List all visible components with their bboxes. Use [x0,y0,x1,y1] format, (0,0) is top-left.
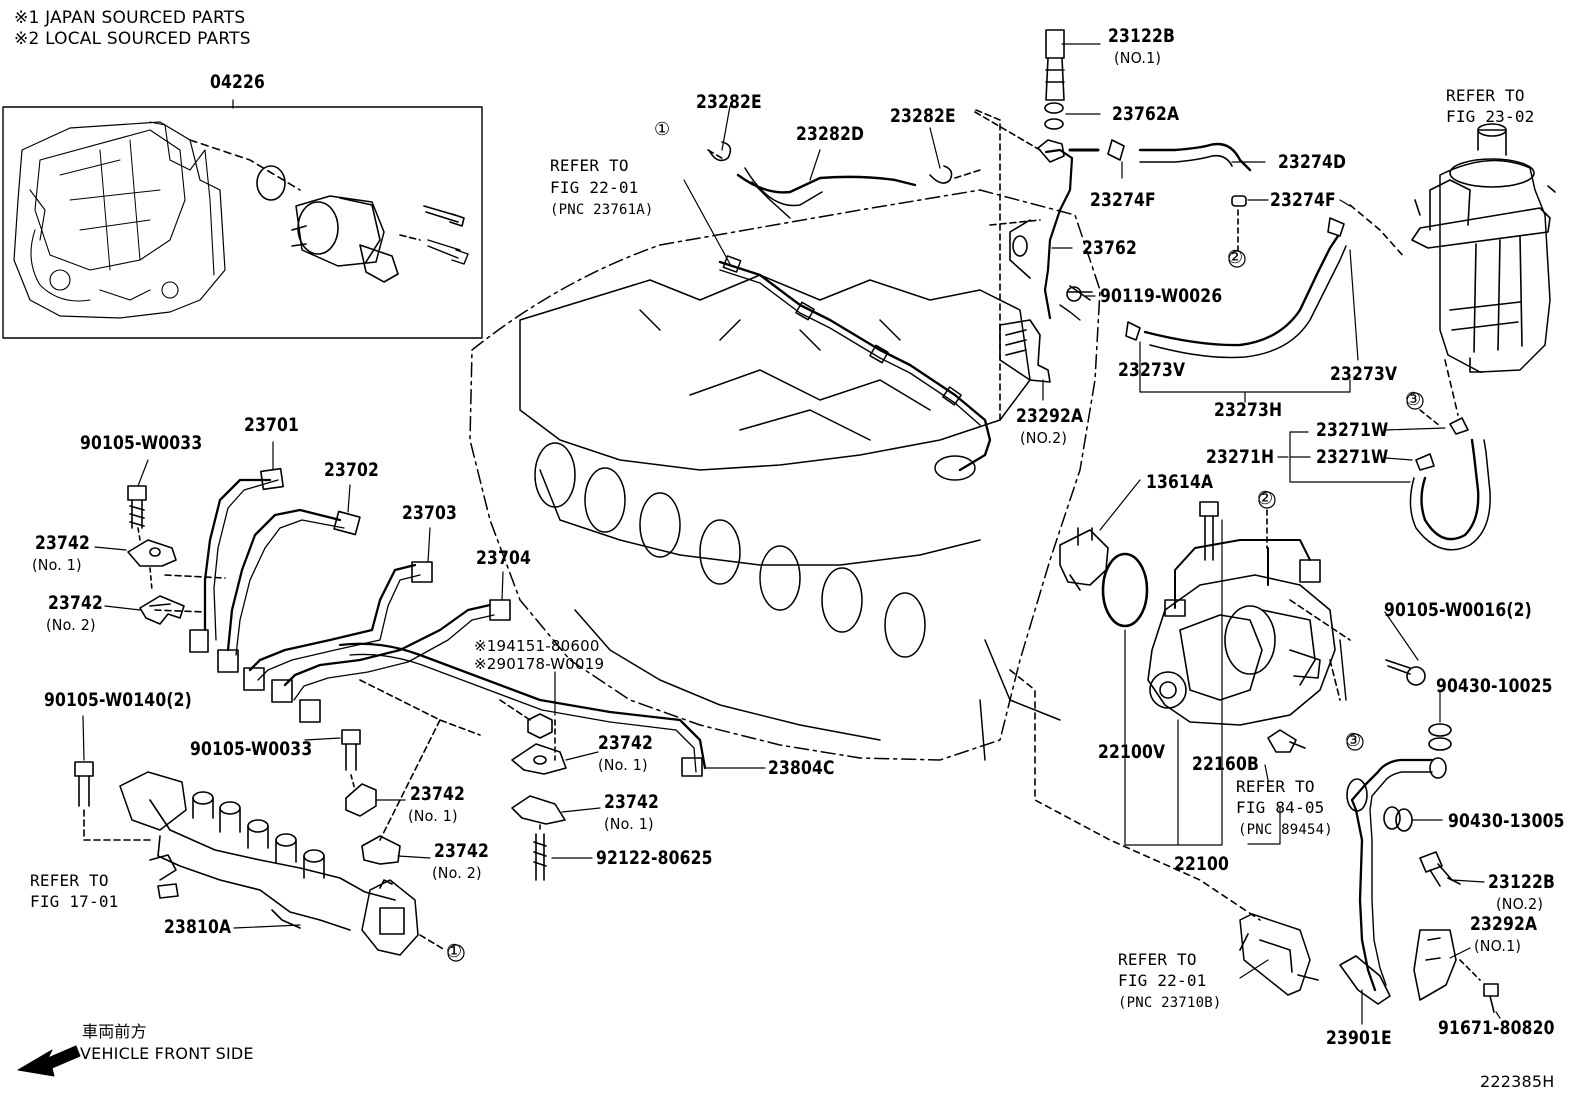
part-label-23703[interactable]: 23703 [402,502,458,524]
leader-lines [82,43,1501,1025]
part-label-23282d[interactable]: 23282D [796,123,865,145]
part-label-23271w-lower[interactable]: 23271W [1316,446,1389,468]
supply-pump [1009,491,1426,921]
ref-fig-23-02-line2[interactable]: FIG 23-02 [1446,107,1535,126]
ref-fig-23-02-line1: REFER TO [1446,86,1525,105]
part-sub-23742-left-no1: (No. 1) [408,807,458,825]
ref-fig-22-01-a-line3: (PNC 23761A) [550,202,654,218]
callout-2-upper: ② [1227,247,1244,268]
injection-pipes [154,467,707,841]
part-sub-23742-mid-lower-no1: (No. 1) [604,815,654,833]
part-sub-23742-lower-no2: (No. 2) [432,864,482,882]
part-label-23273h[interactable]: 23273H [1214,399,1283,421]
part-label-90105-w0033-upper[interactable]: 90105-W0033 [80,432,203,454]
callout-3-upper: ③ [1405,389,1422,410]
part-label-23742-mid-no1[interactable]: 23742 [598,732,654,754]
part-label-23810a[interactable]: 23810A [164,916,232,938]
part-label-23122b-no1[interactable]: 23122B [1108,25,1176,47]
inset-box-04226 [2,106,483,339]
ref-fig-22-01-b-line2[interactable]: FIG 22-01 [1118,971,1207,990]
part-label-23742-left-no1[interactable]: 23742 [410,783,466,805]
part-label-23271w-upper[interactable]: 23271W [1316,419,1389,441]
part-label-23273v-left[interactable]: 23273V [1118,359,1186,381]
part-label-23292a-no1[interactable]: 23292A [1470,913,1538,935]
part-label-94151-80600[interactable]: ※194151-80600 [474,637,600,655]
part-sub-23742-upper-no1: (No. 1) [32,556,82,574]
part-label-23901e[interactable]: 23901E [1326,1027,1392,1049]
part-label-23274f-right[interactable]: 23274F [1270,189,1336,211]
part-label-23282e-right[interactable]: 23282E [890,105,956,127]
part-label-23273v-right[interactable]: 23273V [1330,363,1398,385]
part-label-90178-w0019[interactable]: ※290178-W0019 [474,655,605,673]
part-label-23282e-left[interactable]: 23282E [696,91,762,113]
part-sub-23292a-no1: (NO.1) [1474,937,1522,955]
ref-fig-22-01-b-line1: REFER TO [1118,950,1197,969]
lower-right-parts [1239,723,1499,1013]
part-label-90119-w0026[interactable]: 90119-W0026 [1100,285,1223,307]
part-label-91671-80820[interactable]: 91671-80820 [1438,1017,1555,1039]
part-label-23701[interactable]: 23701 [244,414,300,436]
part-sub-23742-mid-no1: (No. 1) [598,756,648,774]
engine-block [469,189,1101,761]
part-label-23762a[interactable]: 23762A [1112,103,1180,125]
part-label-90105-w0016[interactable]: 90105-W0016(2) [1384,599,1532,621]
ref-fig-22-01-a-line2[interactable]: FIG 22-01 [550,178,639,197]
ref-fig-17-01-line2[interactable]: FIG 17-01 [30,892,119,911]
front-arrow [17,1045,81,1077]
clamps-and-bolts [74,485,567,881]
part-label-23804c[interactable]: 23804C [768,757,835,779]
part-label-13614a[interactable]: 13614A [1146,471,1214,493]
part-label-23702[interactable]: 23702 [324,459,380,481]
part-label-23742-mid-lower-no1[interactable]: 23742 [604,791,660,813]
return-hose [1406,392,1491,551]
note-local-sourced: ※2 LOCAL SOURCED PARTS [14,29,251,49]
part-label-90105-w0033-lower[interactable]: 90105-W0033 [190,738,313,760]
part-label-23274d[interactable]: 23274D [1278,151,1347,173]
figure-id: 222385H [1480,1072,1555,1091]
part-label-22100[interactable]: 22100 [1174,853,1230,875]
part-sub-23292a-no2: (NO.2) [1020,429,1068,447]
part-label-23742-upper-no1[interactable]: 23742 [35,532,91,554]
part-label-23704[interactable]: 23704 [476,547,532,569]
fuel-filter [1349,123,1556,416]
part-label-23271h[interactable]: 23271H [1206,446,1275,468]
part-sub-23122b-no2: (NO.2) [1496,895,1544,913]
part-label-22100v[interactable]: 22100V [1098,741,1166,763]
ref-fig-84-05-line2[interactable]: FIG 84-05 [1236,798,1325,817]
part-label-23742-lower-no2[interactable]: 23742 [434,840,490,862]
ref-fig-22-01-b-line3: (PNC 23710B) [1118,995,1222,1011]
ref-fig-84-05-line1: REFER TO [1236,777,1315,796]
part-sub-23742-upper-no2: (No. 2) [46,616,96,634]
part-label-23122b-no2[interactable]: 23122B [1488,871,1556,893]
part-label-23762[interactable]: 23762 [1082,237,1138,259]
callout-3-lower: ③ [1345,730,1362,751]
part-label-90430-13005[interactable]: 90430-13005 [1448,810,1565,832]
part-label-90430-10025[interactable]: 90430-10025 [1436,675,1553,697]
callout-1-upper: ① [654,119,671,140]
part-label-04226[interactable]: 04226 [210,71,266,93]
part-label-23274f-left[interactable]: 23274F [1090,189,1156,211]
ref-fig-22-01-a-line1: REFER TO [550,156,629,175]
direction-label-jp: 車両前方 [82,1022,147,1041]
ref-fig-17-01-line1: REFER TO [30,871,109,890]
direction-label-en: VEHICLE FRONT SIDE [80,1044,254,1063]
part-label-22160b[interactable]: 22160B [1192,753,1260,775]
callout-1-lower: ① [446,941,463,962]
upper-hoses [707,141,981,219]
fuel-pipes-upper-right [974,29,1347,421]
part-label-92122-80625[interactable]: 92122-80625 [596,847,713,869]
callout-2-lower: ② [1257,488,1274,509]
part-label-23742-upper-no2[interactable]: 23742 [48,592,104,614]
part-label-23292a-no2[interactable]: 23292A [1016,405,1084,427]
part-label-90105-w0140[interactable]: 90105-W0140(2) [44,689,192,711]
common-rail [119,771,465,962]
part-sub-23122b-no1: (NO.1) [1114,49,1162,67]
ref-fig-84-05-line3: (PNC 89454) [1238,822,1333,838]
note-japan-sourced: ※1 JAPAN SOURCED PARTS [14,8,246,28]
